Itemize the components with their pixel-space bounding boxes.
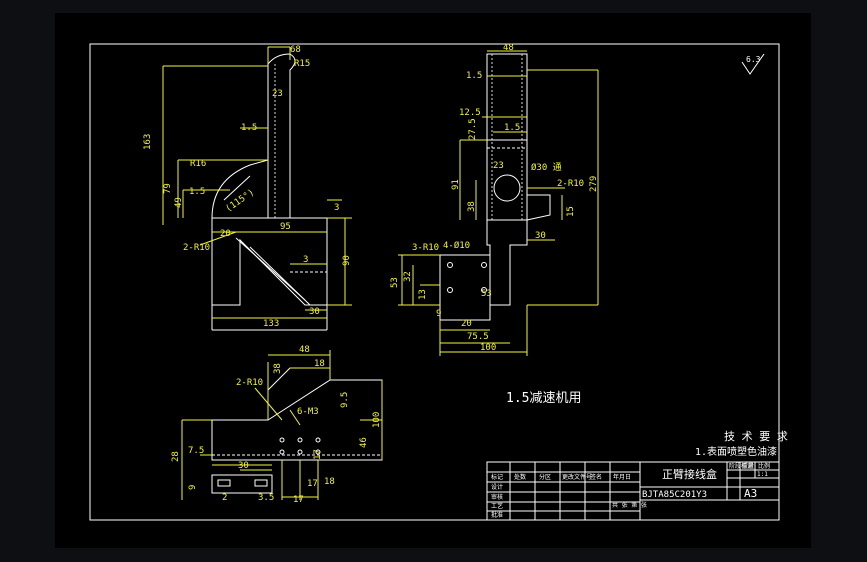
tb-cell: 设计 bbox=[491, 483, 503, 491]
dim-label: 1.5 bbox=[189, 187, 205, 197]
dim-label: 48 bbox=[299, 345, 310, 355]
dim-label: 30 bbox=[535, 231, 546, 241]
usage-note: 1.5减速机用 bbox=[506, 391, 581, 406]
title-block bbox=[486, 461, 780, 521]
dim-label: 17 bbox=[313, 449, 323, 460]
dim-label: 6-M3 bbox=[297, 407, 319, 417]
dim-label: 9 bbox=[188, 485, 198, 490]
dim-label: R15 bbox=[294, 59, 310, 69]
dim-label: 18 bbox=[314, 359, 325, 369]
tb-cell: 年月日 bbox=[613, 473, 631, 481]
dim-label: 18 bbox=[324, 477, 335, 487]
dim-label: 9 bbox=[436, 309, 441, 319]
dim-label: 163 bbox=[143, 134, 153, 150]
tb-cell: 重量 bbox=[742, 462, 754, 470]
tb-cell: 标记 bbox=[491, 473, 503, 481]
dim-label: 53 bbox=[390, 277, 400, 288]
dim-label: 17 bbox=[293, 495, 304, 505]
dim-label: 13 bbox=[418, 289, 428, 300]
dim-label: 15 bbox=[566, 206, 576, 217]
title-block-labels: 标记 处数 分区 更改文件号 签名 年月日 设计 审核 工艺 批准 阶段标记 重… bbox=[491, 462, 770, 519]
drawing-border bbox=[89, 43, 780, 521]
dim-label: 68 bbox=[290, 45, 301, 55]
dim-label: 3.5 bbox=[258, 493, 274, 503]
dim-label: 49 bbox=[174, 197, 184, 208]
dim-label: 2-R10 bbox=[236, 378, 263, 388]
svg-text:6.3: 6.3 bbox=[746, 55, 761, 64]
dim-label: 3 bbox=[334, 203, 339, 213]
part-name: 正臂接线盒 bbox=[662, 467, 717, 481]
dim-label: 279 bbox=[589, 176, 599, 192]
dim-label: 28 bbox=[171, 451, 181, 462]
dim-label: 3-R10 bbox=[412, 243, 439, 253]
dim-label: 2-R10 bbox=[183, 243, 210, 253]
dim-label: 79 bbox=[163, 183, 173, 194]
dim-label: 20 bbox=[220, 229, 231, 239]
dim-label: 95 bbox=[280, 222, 291, 232]
dim-label: 27.5 bbox=[468, 118, 478, 140]
tb-cell: 批准 bbox=[491, 511, 503, 519]
dim-label: 100 bbox=[372, 412, 382, 428]
dim-label: 23 bbox=[493, 161, 504, 171]
view-2 bbox=[439, 53, 551, 321]
tb-cell: 分区 bbox=[539, 473, 551, 481]
scale-value: 1:1 bbox=[757, 471, 768, 478]
paper-size: A3 bbox=[744, 487, 757, 500]
dim-label: 17 bbox=[307, 479, 318, 489]
dim-label: 23 bbox=[272, 89, 283, 99]
dim-label: 9.5 bbox=[340, 392, 350, 408]
view-3-dims bbox=[181, 350, 383, 500]
dim-label: 20 bbox=[461, 319, 472, 329]
tech-line-1: 1.表面喷塑色油漆 bbox=[695, 445, 777, 458]
dim-label: 4-Ø10 bbox=[443, 240, 470, 251]
dim-label: 7.5 bbox=[188, 446, 204, 456]
dim-label: 46 bbox=[359, 437, 369, 448]
dim-label: 30 bbox=[238, 461, 249, 471]
dim-label: 1.5 bbox=[466, 71, 482, 81]
dim-label: 1.5 bbox=[241, 123, 257, 133]
view-1 bbox=[211, 53, 328, 331]
dim-label: 2 bbox=[222, 493, 227, 503]
view-2-labels: 48 1.5 12.5 1.5 27.5 Ø30 通 23 91 38 279 … bbox=[390, 43, 599, 353]
drawing-number: BJTA85C201Y3 bbox=[642, 490, 707, 500]
tb-cell: 比例 bbox=[758, 462, 770, 470]
view-2-dims bbox=[398, 50, 599, 356]
dim-label: 1.5 bbox=[504, 123, 520, 133]
dim-label: 2-R10 bbox=[557, 179, 584, 189]
tb-cell: 更改文件号 bbox=[562, 473, 592, 481]
tech-heading: 技 术 要 求 bbox=[724, 430, 788, 443]
dim-label: 53 bbox=[481, 289, 492, 299]
dim-label: 38 bbox=[273, 363, 283, 374]
tb-cell: 签名 bbox=[590, 473, 602, 481]
dim-label: 3 bbox=[303, 255, 308, 265]
dim-label: R16 bbox=[190, 159, 206, 169]
dim-label: 91 bbox=[451, 179, 461, 190]
view-1-dims bbox=[162, 46, 352, 319]
tb-cell: 阶段标记 bbox=[729, 462, 753, 470]
dim-label: Ø30 通 bbox=[531, 162, 562, 173]
dim-label: 12.5 bbox=[459, 108, 481, 118]
dim-label: 30 bbox=[309, 307, 320, 317]
tb-cell: 处数 bbox=[514, 473, 526, 481]
roughness-symbol: 6.3 bbox=[741, 53, 765, 75]
tb-cell: 工艺 bbox=[491, 502, 503, 510]
dim-label: 38 bbox=[467, 201, 477, 212]
dim-label: 100 bbox=[480, 343, 496, 353]
dim-label: 75.5 bbox=[467, 332, 489, 342]
dim-label: 32 bbox=[403, 271, 413, 282]
drawing-sheet bbox=[55, 13, 811, 548]
dim-label: 90 bbox=[342, 255, 352, 266]
tb-sheet: 共 张 第 张 bbox=[612, 501, 647, 509]
dim-label: 48 bbox=[503, 43, 514, 53]
dim-label: 133 bbox=[263, 319, 279, 329]
tb-cell: 审核 bbox=[491, 493, 503, 501]
view-3-labels: 48 18 38 2-R10 6-M3 9.5 100 46 28 7.5 9 … bbox=[171, 345, 382, 505]
